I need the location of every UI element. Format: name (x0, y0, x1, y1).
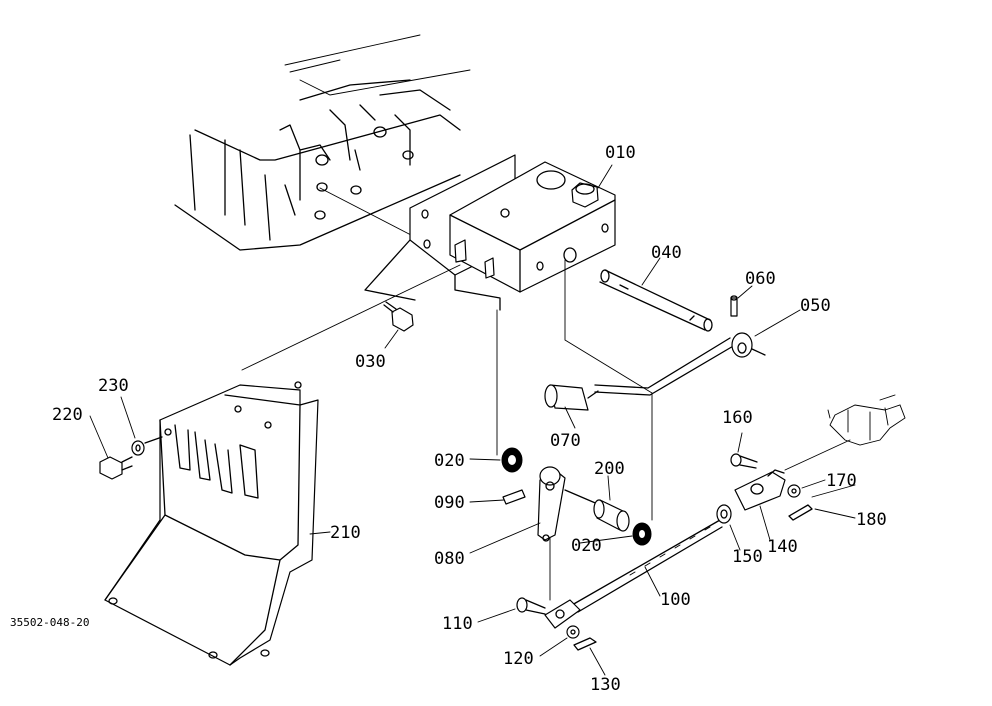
callout-110: 110 (442, 614, 473, 634)
callout-210: 210 (330, 523, 361, 543)
callout-230: 230 (98, 376, 129, 396)
bushing-020-lower (632, 522, 652, 546)
callout-020-upper: 020 (434, 451, 465, 471)
pin-090 (502, 489, 526, 505)
callout-080: 080 (434, 549, 465, 569)
cotter-180 (788, 504, 813, 521)
collar-200 (593, 499, 630, 532)
callout-070: 070 (550, 431, 581, 451)
grip-070 (544, 384, 599, 411)
callout-090: 090 (434, 493, 465, 513)
bracket-assembly (364, 154, 616, 311)
callout-010: 010 (605, 143, 636, 163)
callout-030: 030 (355, 352, 386, 372)
washer-120 (566, 625, 580, 639)
cover-plate-210 (104, 381, 319, 666)
clevis-140 (734, 469, 786, 511)
callout-170: 170 (826, 471, 857, 491)
callout-050: 050 (800, 296, 831, 316)
callout-060: 060 (745, 269, 776, 289)
washer-170 (787, 484, 801, 498)
washer-230 (131, 436, 163, 456)
rod-100 (571, 519, 723, 613)
callout-150: 150 (732, 547, 763, 567)
bushing-020-upper (501, 447, 523, 473)
callout-130: 130 (590, 675, 621, 695)
nut-150 (716, 504, 732, 524)
callout-040: 040 (651, 243, 682, 263)
leader-lines (89, 164, 856, 676)
callout-220: 220 (52, 405, 83, 425)
bolt-030 (383, 301, 414, 332)
callout-140: 140 (767, 537, 798, 557)
callout-120: 120 (503, 649, 534, 669)
shaft-040 (599, 269, 713, 332)
pin-160 (730, 453, 758, 469)
clevis-pin-110 (516, 597, 546, 615)
callout-160: 160 (722, 408, 753, 428)
clip-130 (573, 637, 597, 651)
callout-020-lower: 020 (571, 536, 602, 556)
callout-200: 200 (594, 459, 625, 479)
assembly-guide-lines (241, 259, 856, 601)
lever-050 (594, 332, 766, 396)
callout-180: 180 (856, 510, 887, 530)
figure-reference-number: 35502-048-20 (10, 616, 89, 629)
pin-060 (730, 295, 738, 317)
clevis-lower (544, 599, 581, 629)
linkage-connector (827, 394, 906, 446)
callout-labels: 010 020 020 030 040 050 060 070 080 090 … (52, 143, 887, 695)
arm-080 (537, 466, 601, 542)
callout-100: 100 (660, 590, 691, 610)
bolt-220 (99, 456, 133, 480)
transmission-housing (174, 34, 471, 251)
